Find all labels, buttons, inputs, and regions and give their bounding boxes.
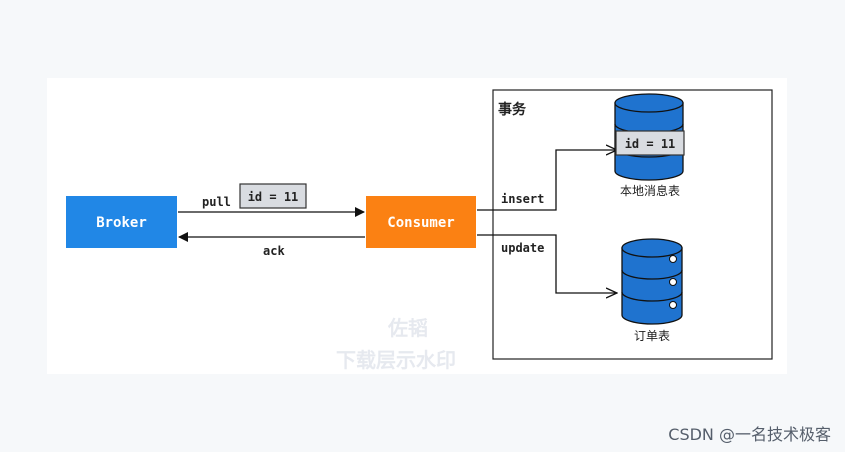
- message-box: [239, 183, 307, 209]
- db-order-top: [621, 238, 683, 258]
- insert-label: insert: [501, 192, 544, 206]
- broker-label: Broker: [96, 215, 147, 231]
- db-order-ring: [621, 269, 683, 280]
- db-order-led-1: [669, 255, 677, 263]
- db-order-led-2: [669, 278, 677, 286]
- db-order-ring-2: [621, 291, 683, 302]
- update-edge: [477, 234, 617, 293]
- db-order-label: 订单表: [634, 329, 670, 343]
- db-order-body: [621, 247, 683, 325]
- db-local-top: [614, 93, 684, 113]
- ack-label: ack: [263, 244, 285, 258]
- diagram-svg: 事务 Broker Consumer pull id = 11 ack inse…: [66, 89, 773, 360]
- transaction-boundary: [492, 89, 773, 360]
- broker-box: [66, 196, 177, 248]
- db-local-label: 本地消息表: [620, 183, 680, 198]
- local-message-table-db: id = 11 本地消息表: [614, 93, 685, 198]
- consumer-node: Consumer: [366, 196, 476, 248]
- update-label: update: [501, 241, 544, 255]
- consumer-label: Consumer: [387, 215, 454, 231]
- db-local-record: [615, 130, 685, 156]
- transaction-label: 事务: [498, 101, 527, 118]
- insert-edge: [477, 150, 617, 211]
- broker-node: Broker: [66, 196, 177, 248]
- csdn-footer: CSDN @一名技术极客: [668, 425, 831, 444]
- message-box-text: id = 11: [248, 190, 299, 204]
- db-order-led-3: [669, 301, 677, 309]
- db-local-record-text: id = 11: [625, 137, 676, 151]
- diagram-canvas: 事务 Broker Consumer pull id = 11 ack inse…: [47, 78, 787, 374]
- pull-label: pull: [202, 195, 231, 209]
- consumer-box: [366, 196, 476, 248]
- order-table-db: 订单表: [621, 238, 683, 343]
